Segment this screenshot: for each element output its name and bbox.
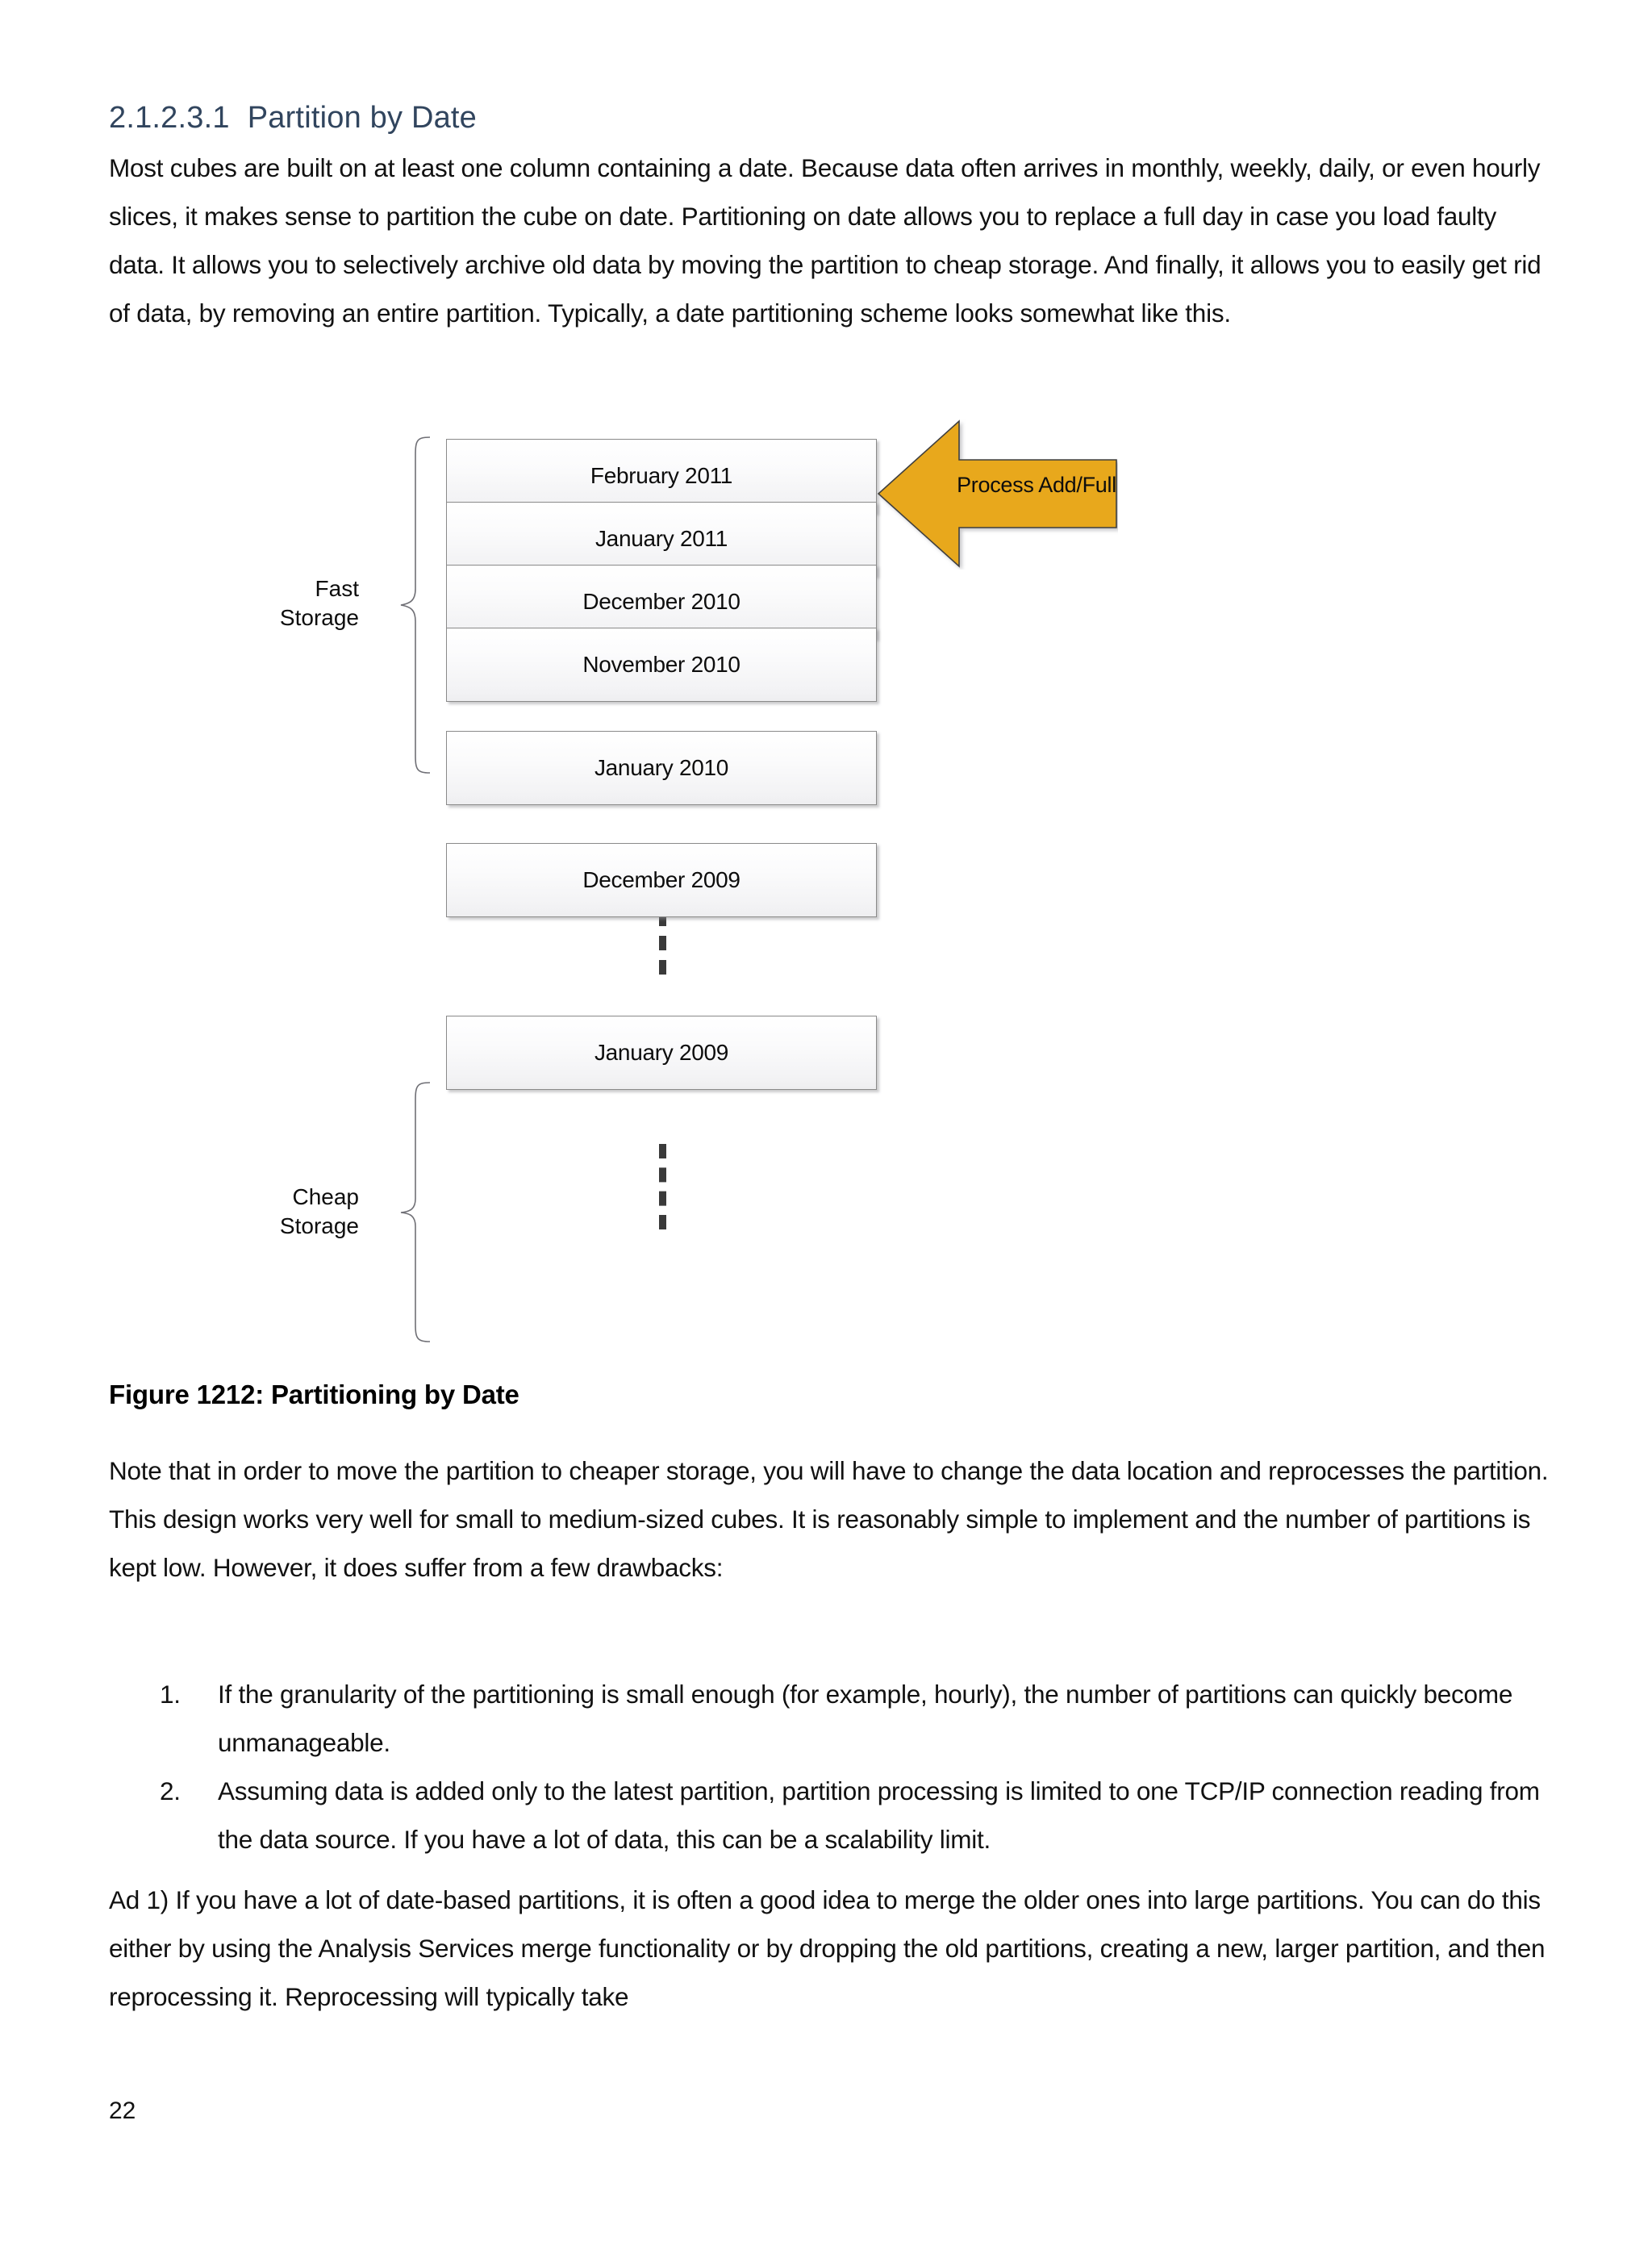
intro-paragraph: Most cubes are built on at least one col… (109, 153, 1541, 328)
list-item-marker: 1. (160, 1680, 181, 1709)
section-heading: 2.1.2.3.1 Partition by Date (109, 101, 477, 136)
fast-storage-brace (400, 436, 431, 774)
list-item-text: Assuming data is added only to the lates… (218, 1776, 1540, 1854)
bracket-label-fast-storage-line2: Storage (279, 605, 359, 630)
partition-box[interactable]: January 2009 (446, 1016, 877, 1090)
partition-label: January 2009 (594, 1040, 729, 1065)
partition-label: December 2009 (582, 867, 740, 892)
cheap-storage-brace (400, 1082, 431, 1342)
list-item: 2. Assuming data is added only to the la… (153, 1767, 1557, 1864)
figure-partitioning-by-date: Fast Storage Cheap Storage February 2011… (0, 403, 1652, 1355)
process-callout-arrow[interactable] (876, 418, 1118, 570)
list-item-text: If the granularity of the partitioning i… (218, 1680, 1513, 1757)
ad1-paragraph: Ad 1) If you have a lot of date-based pa… (109, 1885, 1546, 2011)
list-item-marker: 2. (160, 1776, 181, 1805)
bracket-label-cheap-storage: Cheap Storage (198, 1183, 359, 1241)
partition-label: December 2010 (582, 589, 740, 614)
section-number: 2.1.2.3.1 (109, 101, 230, 135)
drawbacks-list: 1. If the granularity of the partitionin… (153, 1670, 1557, 1864)
partition-box[interactable]: January 2010 (446, 731, 877, 805)
partition-label: January 2011 (594, 526, 728, 551)
bracket-label-fast-storage: Fast Storage (198, 574, 359, 632)
partition-label: November 2010 (582, 652, 740, 677)
bracket-label-cheap-storage-line1: Cheap (292, 1184, 359, 1209)
page-number: 22 (109, 2097, 136, 2124)
partition-box[interactable]: November 2010 (446, 628, 877, 702)
partition-label: January 2010 (594, 755, 729, 780)
list-item: 1. If the granularity of the partitionin… (153, 1670, 1557, 1767)
partition-box[interactable]: December 2009 (446, 843, 877, 917)
partition-label: February 2011 (590, 463, 733, 488)
dashed-connector-cheap (659, 1144, 666, 1229)
section-title: Partition by Date (247, 101, 478, 135)
note-paragraph: Note that in order to move the partition… (109, 1456, 1549, 1582)
figure-caption: Figure 1212: Partitioning by Date (109, 1380, 519, 1409)
bracket-label-fast-storage-line1: Fast (315, 576, 359, 601)
bracket-label-cheap-storage-line2: Storage (279, 1213, 359, 1238)
partition-box[interactable]: December 2010 (446, 565, 877, 639)
dashed-connector-fast (659, 887, 666, 975)
